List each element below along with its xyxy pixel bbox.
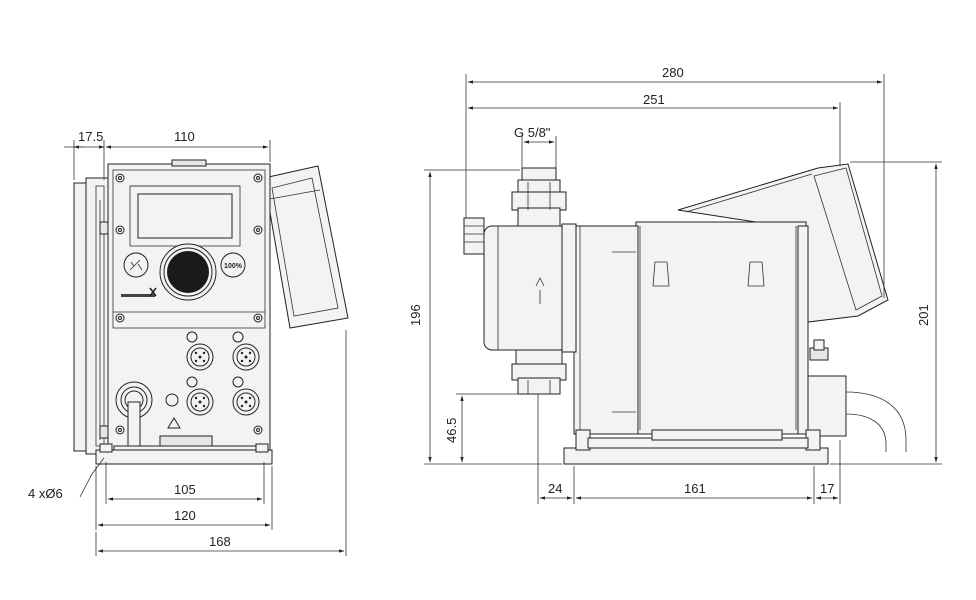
suction-valve [511,349,567,395]
dim-17: 17 [820,481,834,496]
front-side-tank [263,165,349,329]
front-dimensions: 17.5 110 105 120 168 4 xØ6 [28,129,347,556]
front-view: 100% [73,159,349,465]
discharge-valve [511,167,567,227]
pump-head [463,217,577,353]
display-screen [137,193,233,239]
dim-161: 161 [684,481,706,496]
dim-120: 120 [174,508,196,523]
dim-17-5: 17.5 [78,129,103,144]
electrical-connectors [186,331,260,416]
front-left-cover [73,177,109,455]
cable-gland [115,381,181,451]
brand-logo [121,294,155,297]
dim-24: 24 [548,481,562,496]
dim-201: 201 [916,304,931,326]
dim-251: 251 [643,92,665,107]
100-percent-button[interactable] [220,252,246,278]
thread-label: G 5/8" [514,125,551,140]
dim-168: 168 [209,534,231,549]
front-base-plate [95,449,273,465]
panel-screws [115,173,263,435]
dim-110: 110 [174,129,195,144]
100-percent-label: 100% [224,263,243,270]
side-view [463,163,907,465]
dim-196: 196 [408,304,423,326]
run-stop-button[interactable] [123,252,149,278]
cable-box [807,339,907,452]
dim-105: 105 [174,482,196,497]
dim-280: 280 [662,65,684,80]
mount-holes-label: 4 xØ6 [28,486,63,501]
motor-housing [635,221,807,435]
side-dimensions: 280 251 G 5/8" 196 46.5 201 24 161 17 [408,65,942,504]
side-base-plate [563,447,829,465]
dim-46-5: 46.5 [444,418,459,443]
